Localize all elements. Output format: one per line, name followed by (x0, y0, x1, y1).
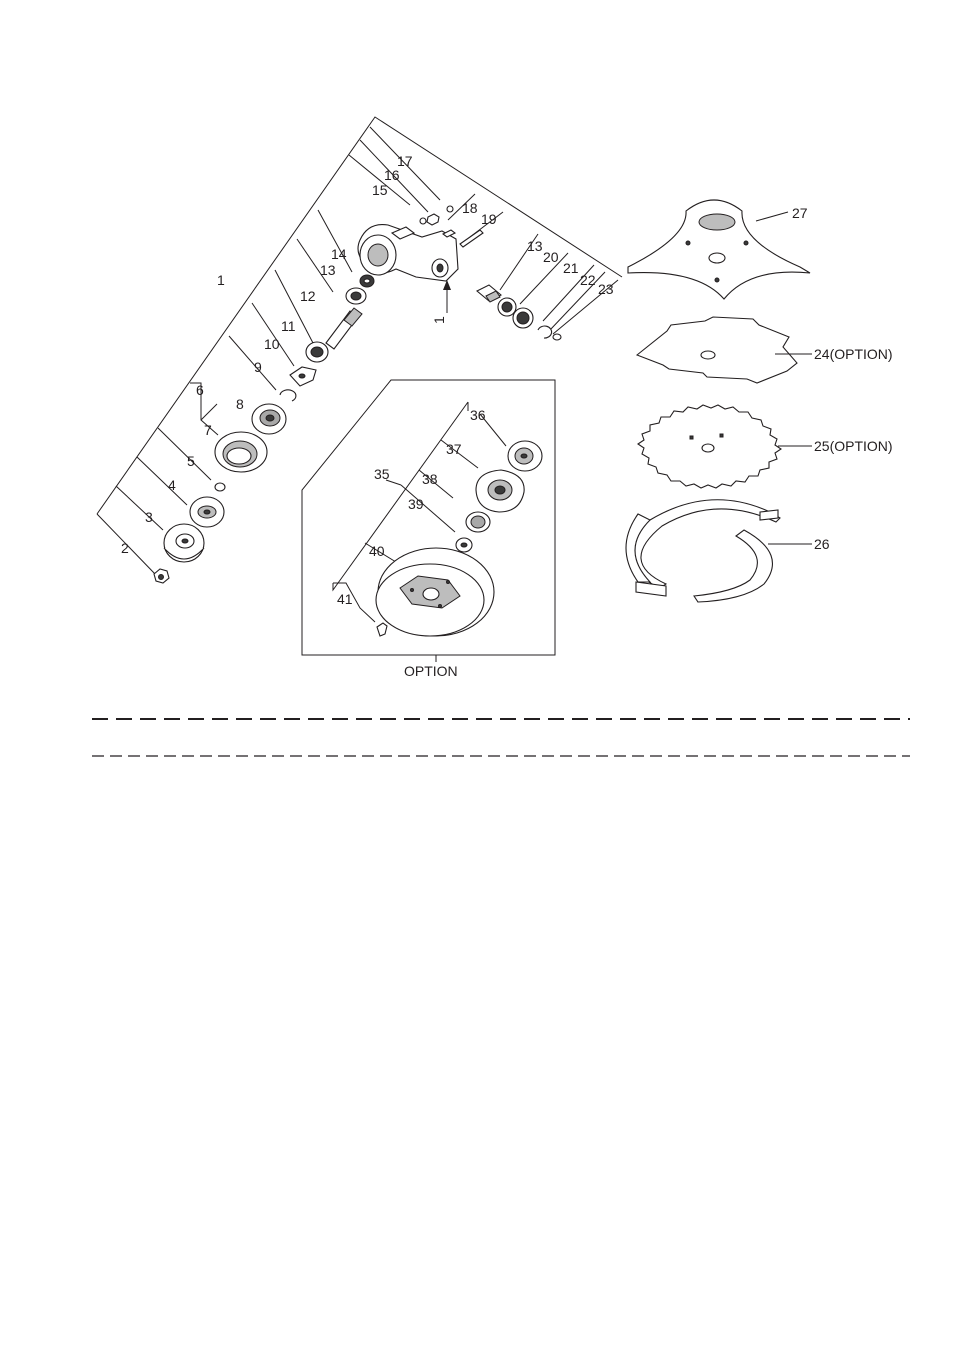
callout-12: 12 (300, 288, 316, 304)
dashed-rule-bottom (92, 753, 910, 759)
callout-40: 40 (369, 543, 385, 559)
gearcase-parts (154, 206, 561, 583)
callout-7: 7 (204, 422, 212, 438)
option-label: OPTION (404, 663, 458, 679)
blade-24-option: 24(OPTION) (637, 317, 893, 383)
callout-6: 6 (196, 382, 204, 398)
callout-21: 21 (563, 260, 579, 276)
assembly-bracket-lines (97, 117, 622, 575)
callout-26: 26 (814, 536, 830, 552)
callout-19: 19 (481, 211, 497, 227)
callout-11: 11 (281, 318, 296, 334)
callout-39: 39 (408, 496, 424, 512)
callout-41: 41 (337, 591, 353, 607)
callout-27: 27 (792, 205, 808, 221)
callout-22: 22 (580, 272, 596, 288)
callout-13b: 13 (527, 238, 543, 254)
callout-25: 25(OPTION) (814, 438, 893, 454)
callout-14: 14 (331, 246, 347, 262)
exploded-parts-diagram: 1 2 3 4 5 6 7 8 9 10 11 12 13 14 15 16 1… (0, 0, 954, 700)
callout-20: 20 (543, 249, 559, 265)
blade-27: 27 (628, 200, 810, 299)
option-box: OPTION 36 37 35 38 3 (302, 380, 555, 679)
callout-15: 15 (372, 182, 388, 198)
blade-25-option: 25(OPTION) (638, 405, 893, 488)
callout-10: 10 (264, 336, 280, 352)
callout-17: 17 (397, 153, 413, 169)
callout-16: 16 (384, 167, 400, 183)
callout-4: 4 (168, 477, 176, 493)
main-callouts: 1 2 3 4 5 6 7 8 9 10 11 12 13 14 15 16 1… (121, 153, 614, 556)
callout-35: 35 (374, 466, 390, 482)
callout-13: 13 (320, 262, 336, 278)
callout-36: 36 (470, 407, 486, 423)
callout-1: 1 (217, 272, 225, 288)
callout-24: 24(OPTION) (814, 346, 893, 362)
callout-5: 5 (187, 453, 195, 469)
dashed-rule-top (92, 716, 910, 722)
callout-9: 9 (254, 359, 262, 375)
callout-37: 37 (446, 441, 462, 457)
callout-18: 18 (462, 200, 478, 216)
callout-38: 38 (422, 471, 438, 487)
callout-3: 3 (145, 509, 153, 525)
callout-23: 23 (598, 281, 614, 297)
blade-guard-26: 26 (626, 500, 830, 602)
callout-8: 8 (236, 396, 244, 412)
callout-1-arrow: 1 (431, 316, 447, 324)
callout-2: 2 (121, 540, 129, 556)
